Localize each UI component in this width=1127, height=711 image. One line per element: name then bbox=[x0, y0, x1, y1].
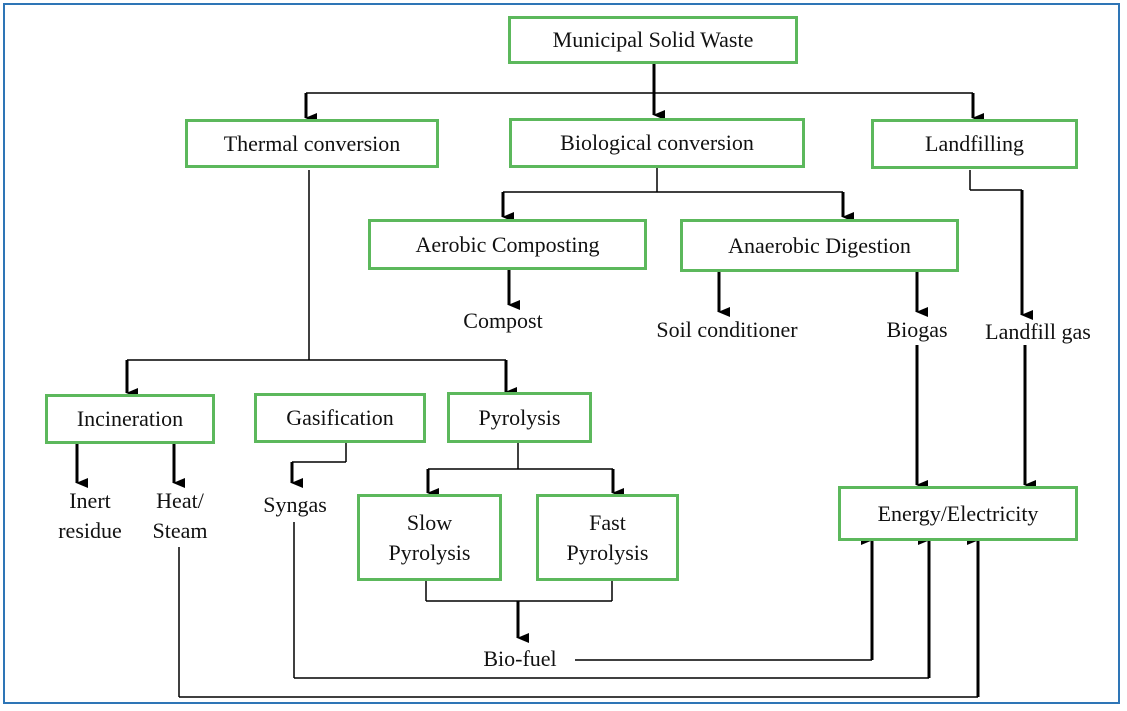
node-municipal-solid-waste-label: Municipal Solid Waste bbox=[552, 27, 754, 52]
output-syngas: Syngas bbox=[263, 492, 327, 517]
output-soil-conditioner: Soil conditioner bbox=[656, 317, 798, 342]
node-incineration: Incineration bbox=[45, 394, 215, 444]
node-incineration-label: Incineration bbox=[76, 406, 184, 431]
node-pyrolysis-label: Pyrolysis bbox=[478, 404, 561, 430]
node-aerobic-composting-label: Aerobic Composting bbox=[415, 231, 600, 257]
node-slow-pyrolysis: Slow Pyrolysis bbox=[357, 494, 502, 581]
diagram-frame bbox=[3, 3, 1120, 704]
output-heat-steam: Heat/ Steam bbox=[152, 488, 208, 543]
node-landfilling: Landfilling bbox=[871, 119, 1078, 169]
output-biogas: Biogas bbox=[886, 317, 948, 342]
node-energy-electricity-label: Energy/Electricity bbox=[877, 500, 1039, 526]
node-biological-conversion-label: Biological conversion bbox=[560, 130, 754, 155]
node-anaerobic-digestion: Anaerobic Digestion bbox=[680, 219, 959, 272]
node-fast-pyrolysis: Fast Pyrolysis bbox=[536, 494, 679, 581]
node-slow-pyrolysis-label: Slow Pyrolysis bbox=[388, 509, 471, 565]
node-aerobic-composting: Aerobic Composting bbox=[368, 219, 647, 270]
node-fast-pyrolysis-label: Fast Pyrolysis bbox=[566, 509, 649, 565]
node-gasification: Gasification bbox=[254, 393, 426, 443]
node-anaerobic-digestion-label: Anaerobic Digestion bbox=[728, 232, 911, 258]
node-thermal-conversion: Thermal conversion bbox=[185, 119, 439, 168]
node-biological-conversion: Biological conversion bbox=[509, 118, 805, 168]
node-energy-electricity: Energy/Electricity bbox=[838, 486, 1078, 541]
output-bio-fuel: Bio-fuel bbox=[483, 646, 557, 671]
node-pyrolysis: Pyrolysis bbox=[447, 392, 592, 443]
output-landfill-gas: Landfill gas bbox=[985, 319, 1091, 344]
node-landfilling-label: Landfilling bbox=[925, 131, 1024, 156]
node-gasification-label: Gasification bbox=[286, 405, 394, 430]
output-inert-residue: Inert residue bbox=[58, 488, 122, 543]
node-municipal-solid-waste: Municipal Solid Waste bbox=[508, 16, 798, 64]
node-thermal-conversion-label: Thermal conversion bbox=[223, 130, 401, 156]
output-compost: Compost bbox=[463, 308, 543, 333]
